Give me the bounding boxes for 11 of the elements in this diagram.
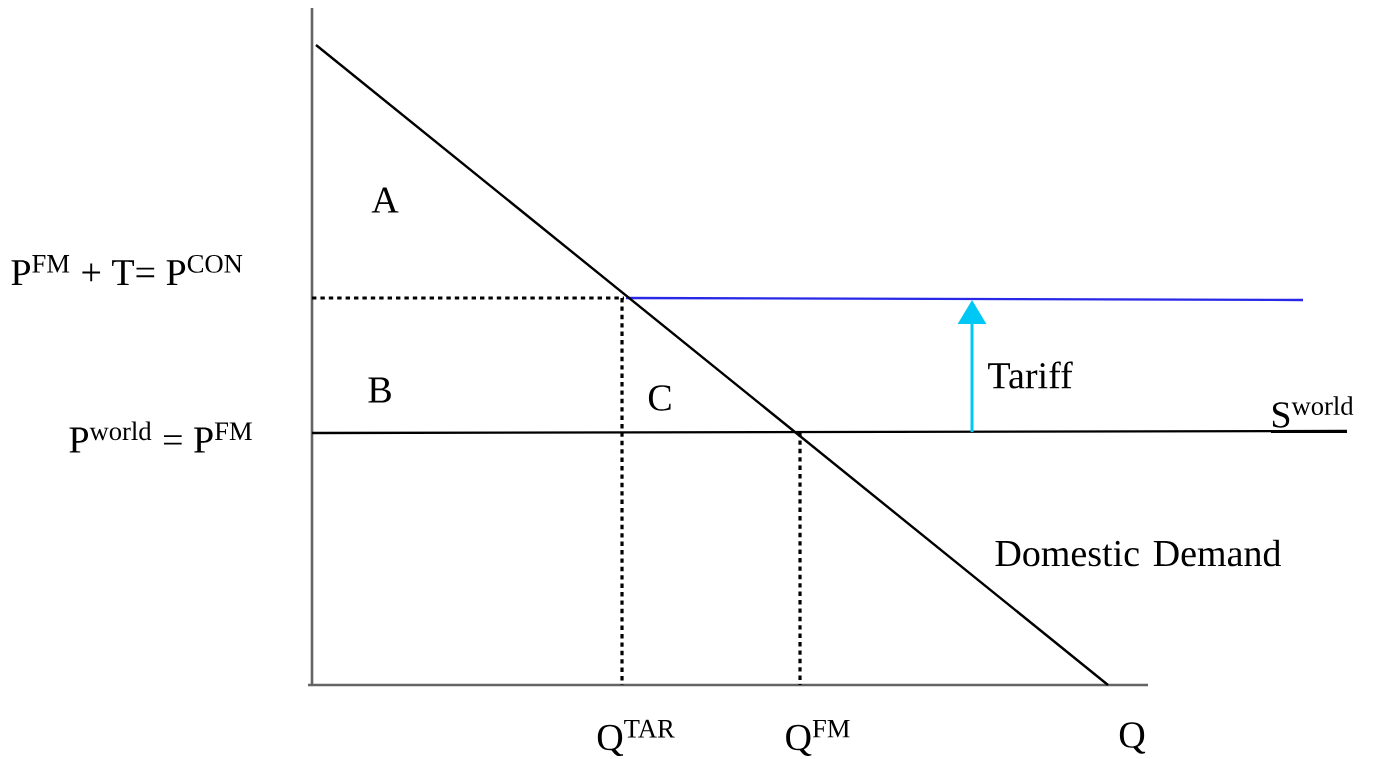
axis-label: Q$^{FM}$ xyxy=(786,719,850,757)
axis-label: Q$^{TAR}$ xyxy=(597,719,675,757)
area-label: C xyxy=(648,385,671,411)
price-label: P$^{world}$ = P$^{FM}$ xyxy=(69,421,252,453)
area-label: A xyxy=(371,187,399,213)
price-label: P$^{FM}$ + T= P$^{CON}$ xyxy=(11,254,243,286)
area-label: B xyxy=(368,377,391,403)
curve-label: Domestic Demand xyxy=(995,539,1281,567)
axis-label: Q xyxy=(1119,722,1146,754)
curve-label: Tariff xyxy=(988,361,1073,389)
curve-label: S$^{world}$ xyxy=(1272,396,1354,428)
